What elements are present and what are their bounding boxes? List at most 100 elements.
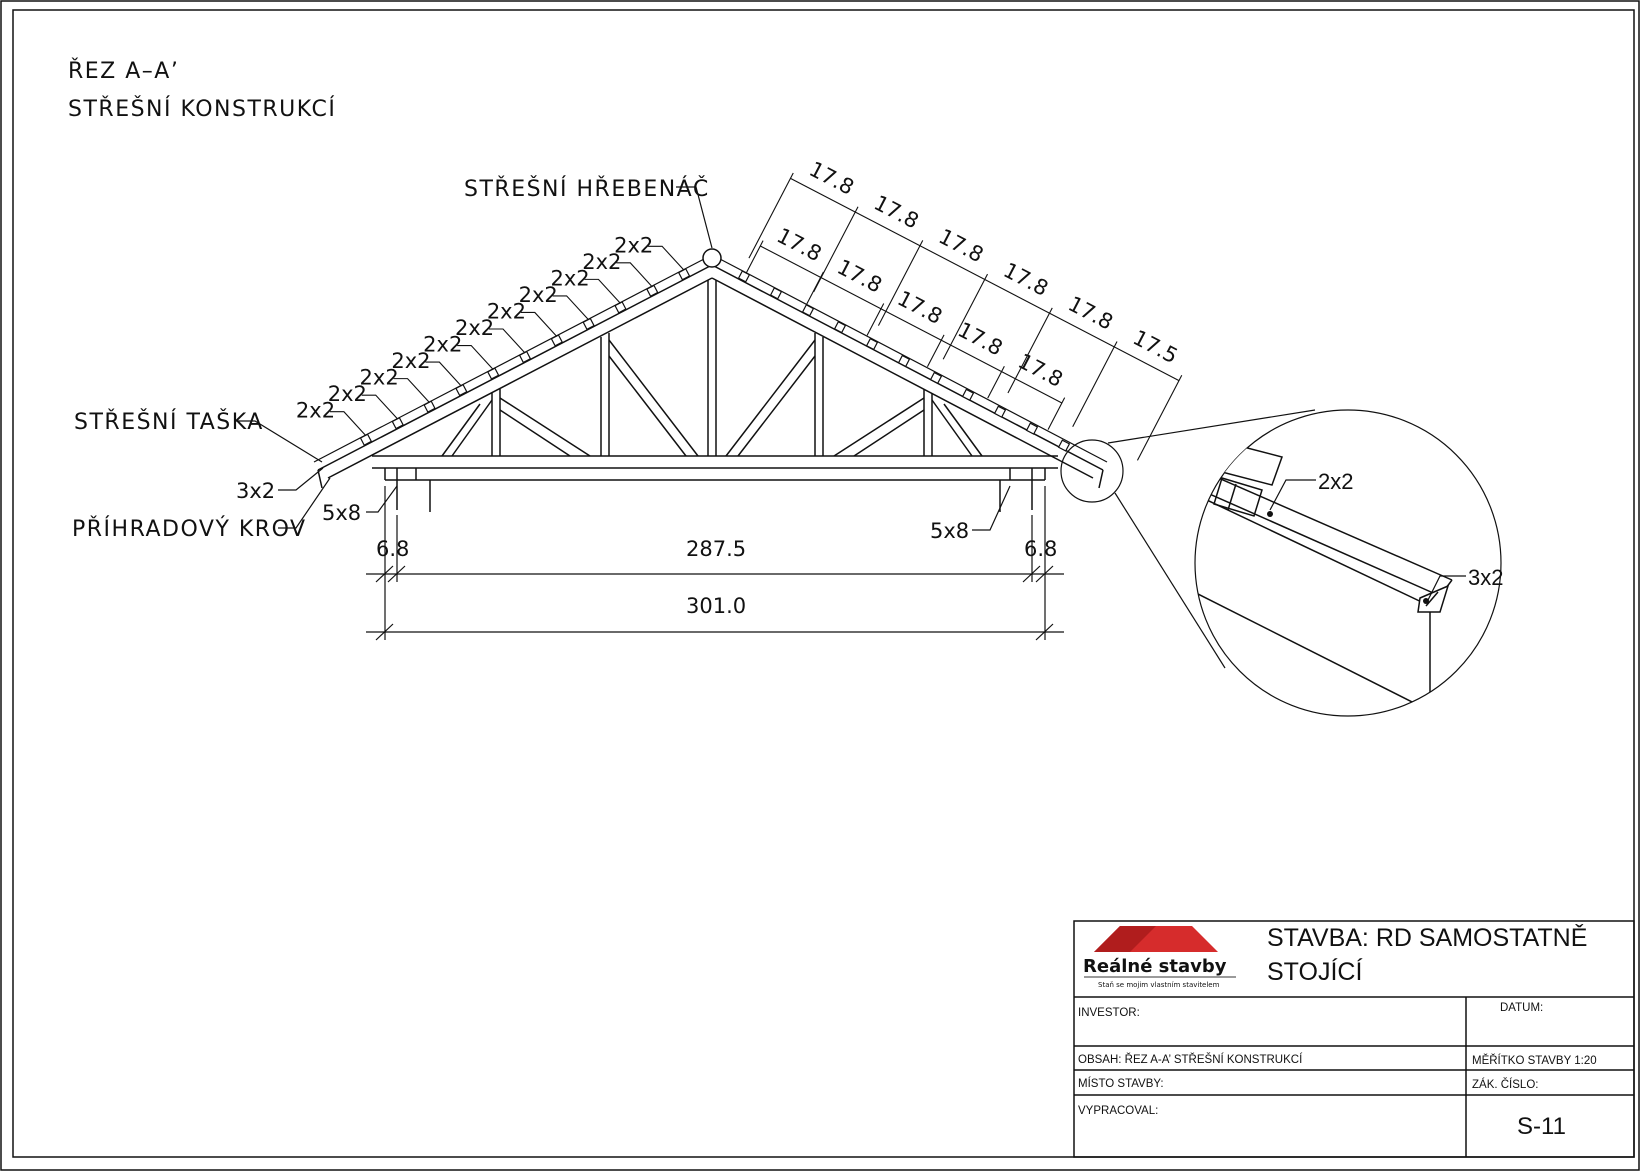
detail-nail-icon [1267,511,1273,517]
batten-section [865,337,879,351]
dimension-tick [1136,375,1183,461]
dimension-tick [748,172,794,259]
batten-section [1057,439,1071,452]
batten-section [646,284,659,298]
dimension-tick [926,334,945,368]
batten-section [769,287,783,300]
project-title-line1: STAVBA: RD SAMOSTATNĚ [1267,923,1587,952]
batten-size-label: 2x2 [455,316,494,340]
batten-section [1025,422,1039,435]
batten-section [897,354,911,368]
detail-counter-label: 3x2 [1468,565,1503,590]
dimension-tick [987,365,1005,399]
scale-field: MĚŘÍTKO STAVBY 1:20 [1472,1054,1597,1067]
dim-clear-span: 287.5 [686,537,746,561]
batten-section [614,301,627,314]
batten-leader [457,344,494,370]
detail-batten-label: 2x2 [1318,469,1353,494]
dimension-line [760,245,1063,404]
span-dimensions [366,486,1064,641]
detail-callout [1060,409,1502,717]
batten-section [677,268,691,281]
spacing-label: 17.8 [833,255,886,298]
batten-section [993,405,1007,418]
tile-label: STŘEŠNÍ TAŠKA [74,409,264,435]
batten-size-label: 2x2 [614,233,653,257]
dim-right-overhang: 6.8 [1024,537,1057,561]
project-title-line2: STOJÍCÍ [1267,957,1362,986]
batten-size-label: 2x2 [423,333,462,357]
section-subtitle: STŘEŠNÍ KONSTRUKCÍ [68,96,336,122]
roof-battens [359,268,1071,452]
spacing-label: 17.8 [954,318,1007,361]
batten-section [486,367,500,380]
roof-tiles [313,257,1108,463]
spacing-label: 17.8 [1000,258,1053,301]
batten-section [929,371,943,385]
ridge-label: STŘEŠNÍ HŘEBENÁČ [464,176,710,202]
dim-total-span: 301.0 [686,594,746,618]
ridge-cap-icon [702,248,722,268]
plate-label-right: 5x8 [930,519,969,543]
truss-label: PŘÍHRADOVÝ KROV [72,516,307,542]
spacing-label: 17.8 [805,157,858,200]
dimension-tick [806,271,824,305]
dimension-tick [745,240,764,273]
batten-size-label: 2x2 [391,349,430,373]
spacing-label: 17.8 [1014,349,1067,392]
batten-section [455,383,468,397]
batten-leader [393,378,430,404]
batten-leader [425,361,462,387]
batten-size-label: 2x2 [582,250,621,274]
batten-section [359,433,373,446]
batten-section [582,317,595,331]
spacing-label: 17.8 [935,224,988,267]
batten-leader [329,411,367,437]
spacing-label: 17.8 [894,286,947,329]
contents-field: OBSAH: ŘEZ A-A’ STŘEŠNÍ KONSTRUKCÍ [1078,1053,1303,1066]
logo-slogan: Staň se mojim vlastním stavitelem [1098,981,1220,989]
batten-section [833,320,847,334]
batten-leader [520,311,558,337]
detail-nail-icon [1423,598,1429,604]
batten-section [737,270,751,283]
batten-leader [648,245,685,271]
roof-truss [317,264,1104,512]
counter-batten-label: 3x2 [236,479,275,503]
spacing-label: 17.8 [1064,292,1117,335]
batten-size-label: 2x2 [550,266,589,290]
title-block [1073,920,1635,1158]
batten-leader [552,295,590,321]
dimension-tick [1047,397,1066,430]
batten-size-label: 2x2 [519,283,558,307]
batten-size-label: 2x2 [328,382,367,406]
batten-section [801,304,815,317]
logo-name: Reálné stavby [1083,956,1227,977]
spacing-label: 17.8 [773,223,826,266]
plate-label-left: 5x8 [322,501,361,525]
investor-field: INVESTOR: [1078,1007,1140,1019]
batten-size-label: 2x2 [296,399,335,423]
batten-leader [361,394,399,420]
batten-leader [616,262,653,288]
inner-border [12,9,1635,1158]
batten-section [518,350,532,364]
site-field: MÍSTO STAVBY: [1078,1077,1164,1090]
company-logo: Reálné stavby Staň se mojim vlastním sta… [1083,926,1236,989]
date-field: DATUM: [1500,1002,1543,1014]
batten-leader [489,328,526,354]
dim-left-overhang: 6.8 [376,537,409,561]
batten-size-label: 2x2 [360,366,399,390]
spacing-label: 17.8 [870,191,923,234]
dimension-tick [866,303,885,336]
dimension-tick [1072,341,1118,427]
batten-section [550,334,564,347]
batten-section [391,416,404,430]
section-title: ŘEZ A–A’ [68,58,179,84]
batten-section [423,400,436,413]
batten-leader [584,278,621,304]
